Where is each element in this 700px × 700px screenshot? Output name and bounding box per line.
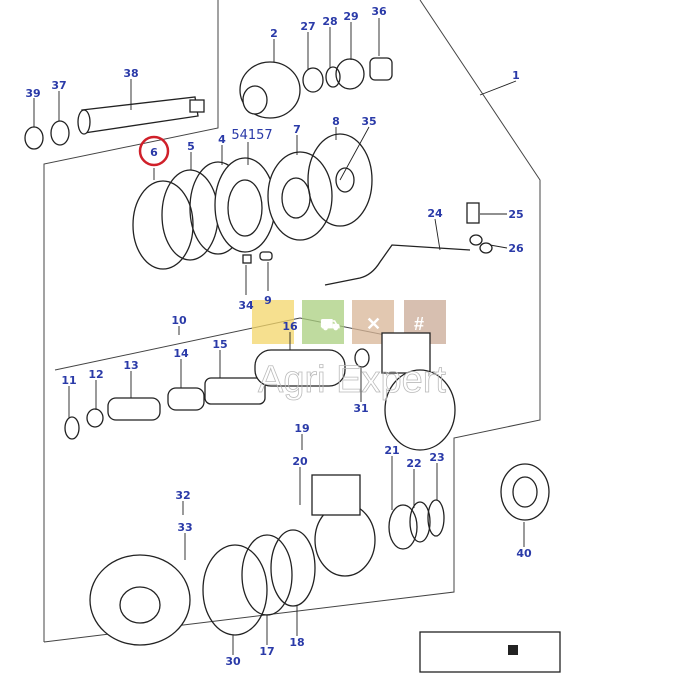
callout-11[interactable]: 11 [61,374,76,387]
svg-text:#: # [414,314,424,334]
callout-27[interactable]: 27 [300,20,315,33]
callout-15[interactable]: 15 [212,338,227,351]
tractor-icon [252,300,294,344]
location-thumbnail [419,631,561,673]
callout-21[interactable]: 21 [384,444,399,457]
callout-5[interactable]: 5 [187,140,195,153]
highlight-circle [138,135,170,167]
part-lower-assembly [89,463,550,646]
callout-12[interactable]: 12 [88,368,103,381]
callout-39[interactable]: 39 [25,87,40,100]
callout-25[interactable]: 25 [508,208,523,221]
callout-30[interactable]: 30 [225,655,241,668]
svg-text:✕: ✕ [366,314,381,334]
part-clutch-pack [132,133,373,270]
callout-31[interactable]: 31 [353,402,368,415]
callout-10[interactable]: 10 [171,314,187,327]
callout-34[interactable]: 34 [238,299,254,312]
leader-lines [33,18,525,655]
callout-18[interactable]: 18 [289,636,304,649]
callout-14[interactable]: 14 [173,347,189,360]
callout-24[interactable]: 24 [427,207,443,220]
part-shaft [24,96,205,150]
callout-40[interactable]: 40 [516,547,532,560]
callout-9[interactable]: 9 [264,294,272,307]
part-valve-row [64,332,456,451]
callout-29[interactable]: 29 [343,10,358,23]
callout-35[interactable]: 35 [361,115,376,128]
callout-20[interactable]: 20 [292,455,308,468]
part-pipe [324,202,493,286]
callout-54157[interactable]: 54157 [231,128,272,143]
callout-37[interactable]: 37 [51,79,66,92]
watermark-text: Agri Expert [258,359,446,401]
callout-6[interactable]: 6 [150,146,158,159]
callout-1[interactable]: 1 [512,69,520,82]
callout-38[interactable]: 38 [123,67,138,80]
callout-16[interactable]: 16 [282,320,298,333]
callout-8[interactable]: 8 [332,115,340,128]
callout-19[interactable]: 19 [294,422,309,435]
callout-13[interactable]: 13 [123,359,138,372]
callout-17[interactable]: 17 [259,645,274,658]
callout-labels: 1 2 4 5 6 7 8 9 10 11 12 13 14 15 16 17 … [25,5,532,668]
callout-4[interactable]: 4 [218,133,226,146]
callout-22[interactable]: 22 [406,457,421,470]
callout-26[interactable]: 26 [508,242,524,255]
callout-23[interactable]: 23 [429,451,444,464]
part-gear-top [239,57,393,119]
callout-33[interactable]: 33 [177,521,192,534]
callout-2[interactable]: 2 [270,27,278,40]
svg-text:⛟: ⛟ [320,317,340,334]
callout-7[interactable]: 7 [293,123,301,136]
wheelbarrow-icon [302,300,344,344]
callout-36[interactable]: 36 [371,5,387,18]
callout-28[interactable]: 28 [322,15,337,28]
callout-32[interactable]: 32 [175,489,190,502]
